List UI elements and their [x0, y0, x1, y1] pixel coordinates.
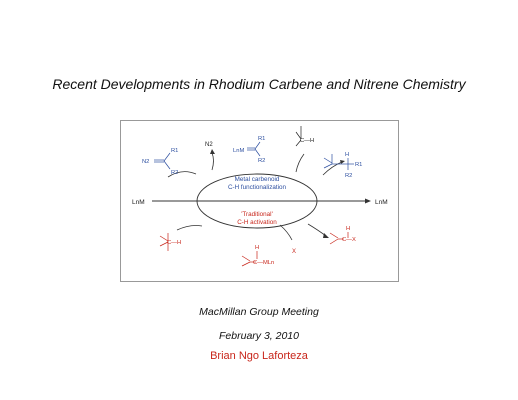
cx-exit-arrowhead — [323, 233, 329, 238]
traditional-label-line2: C-H activation — [237, 219, 277, 226]
diazo-compound: N2 R1 R2 — [142, 148, 178, 176]
x-entry-arrow — [279, 224, 293, 241]
product-r2-label: R2 — [345, 173, 352, 179]
carbenoid-label-line2: C-H functionalization — [228, 184, 287, 191]
presenter-name: Brian Ngo Laforteza — [210, 350, 308, 362]
catalytic-cycle-scheme: LnM LnM Metal carbenoid C-H functionaliz… — [120, 120, 399, 282]
bottom-ch-label: C—H — [167, 240, 181, 246]
metal-alkyl-intermediate: H C—MLn — [241, 245, 274, 267]
diazo-n2-label: N2 — [142, 159, 149, 165]
meeting-name: MacMillan Group Meeting — [199, 306, 319, 318]
catalytic-cycle-ellipse — [196, 173, 318, 229]
substrate-ch-top: C—H — [295, 126, 314, 147]
functionalized-product: H R1 R2 — [323, 152, 362, 179]
n2-byproduct-label: N2 — [205, 142, 213, 148]
traditional-label-line1: 'Traditional' — [241, 211, 273, 218]
x-reagent-label: X — [292, 249, 296, 255]
carbenoid-label-line1: Metal carbenoid — [235, 176, 280, 183]
n2-exit-arrow — [211, 152, 214, 171]
carbenoid-metal-label: LnM — [233, 148, 244, 154]
product-exit-arrow — [322, 161, 343, 176]
cx-product-h-label: H — [346, 226, 350, 232]
product-exit-arrowhead — [340, 160, 345, 164]
ch-entry-arrow — [176, 225, 203, 231]
diazo-entry-arrow — [167, 171, 197, 178]
product-h-label: H — [345, 152, 349, 158]
diazo-r1-label: R1 — [171, 148, 178, 154]
intermediate-h-label: H — [255, 245, 259, 251]
cx-product: H C—X — [329, 226, 356, 245]
n2-exit-arrowhead — [210, 149, 215, 154]
left-metal-label: LnM — [132, 199, 145, 206]
carbenoid-r2-label: R2 — [258, 158, 265, 164]
substrate-ch-bottom: C—H — [159, 233, 181, 251]
main-arrow-head — [365, 198, 371, 204]
diazo-r2-label: R2 — [171, 170, 178, 176]
meeting-date: February 3, 2010 — [219, 330, 299, 342]
cx-product-label: C—X — [342, 237, 356, 243]
substrate-ch-label: C—H — [300, 138, 314, 144]
intermediate-cmln-label: C—MLn — [253, 260, 274, 266]
metal-carbenoid: LnM R1 R2 — [233, 136, 265, 164]
right-metal-label: LnM — [375, 199, 388, 206]
product-r1-label: R1 — [355, 162, 362, 168]
substrate-entry-arrow — [295, 153, 305, 173]
presentation-title: Recent Developments in Rhodium Carbene a… — [52, 76, 466, 92]
carbenoid-r1-label: R1 — [258, 136, 265, 142]
